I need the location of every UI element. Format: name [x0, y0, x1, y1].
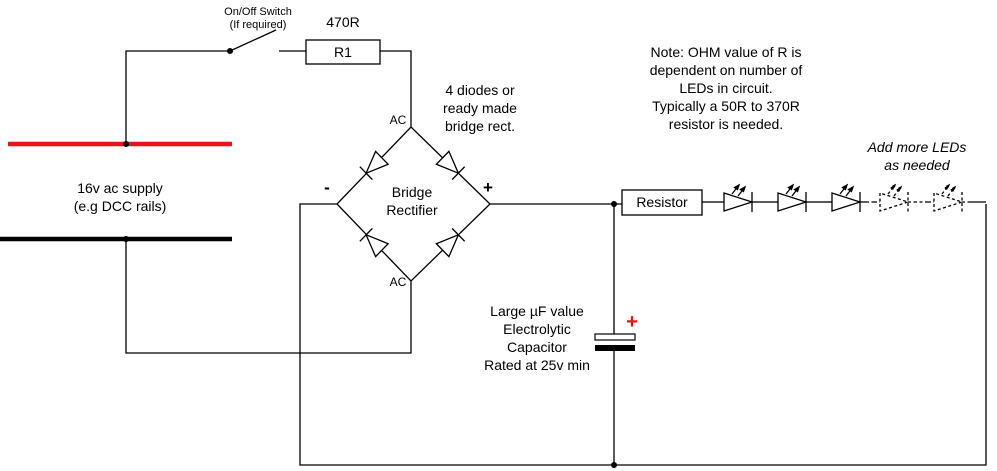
capacitor-label-line: Capacitor — [507, 339, 567, 355]
note-line: resistor is needed. — [669, 116, 783, 132]
resistor-name-label: R1 — [334, 44, 352, 60]
resistor-box-label: Resistor — [636, 194, 688, 210]
ac-top-label: AC — [390, 113, 407, 127]
switch-contact — [227, 48, 233, 54]
bridge-sublabel: Rectifier — [386, 202, 438, 218]
diode-top-left — [359, 150, 390, 181]
wire-top — [125, 50, 230, 144]
led-4-optional — [873, 184, 915, 213]
resistor-r1 — [305, 39, 381, 65]
note-line: Typically a 50R to 370R — [652, 98, 800, 114]
note-line: LEDs in circuit. — [679, 80, 772, 96]
capacitor-plate-positive — [594, 333, 636, 341]
led-5-optional — [927, 184, 969, 213]
bridge-label: Bridge — [392, 184, 433, 200]
diodes-note-line: ready made — [443, 100, 517, 116]
led-1 — [717, 184, 759, 213]
plus-sign: + — [483, 178, 493, 197]
capacitor-plus-sign: + — [626, 311, 638, 333]
capacitor-label-line: Electrolytic — [503, 321, 571, 337]
wire-bottom — [125, 239, 412, 354]
diode-bottom-right — [435, 227, 466, 258]
supply-sublabel: (e.g DCC rails) — [74, 198, 167, 214]
capacitor-label-line: Large µF value — [490, 303, 584, 319]
capacitor-label-line: Rated at 25v min — [484, 357, 590, 373]
minus-sign: - — [324, 178, 330, 197]
wire-r1-to-bridge — [380, 50, 412, 127]
switch-label: On/Off Switch — [224, 6, 292, 18]
diode-top-right — [435, 150, 466, 181]
supply-label: 16v ac supply — [77, 180, 163, 196]
resistor-box — [621, 189, 703, 216]
switch-lever — [229, 29, 277, 52]
led-3 — [825, 184, 867, 213]
diodes-note-line: bridge rect. — [445, 118, 515, 134]
more-leds-sublabel: as needed — [884, 157, 951, 173]
more-leds-label: Add more LEDs — [867, 139, 967, 155]
wire-negative — [299, 203, 987, 466]
diodes-note-line: 4 diodes or — [445, 82, 515, 98]
note-line: Note: OHM value of R is — [651, 44, 802, 60]
switch-sublabel: (If required) — [230, 19, 287, 31]
bridge-rectifier — [336, 126, 491, 282]
ac-bottom-label: AC — [390, 275, 407, 289]
diode-bottom-left — [359, 227, 390, 258]
resistor-value-label: 470R — [326, 14, 359, 30]
capacitor-plate-negative — [595, 345, 635, 351]
led-2 — [771, 184, 813, 213]
note-line: dependent on number of — [650, 62, 803, 78]
